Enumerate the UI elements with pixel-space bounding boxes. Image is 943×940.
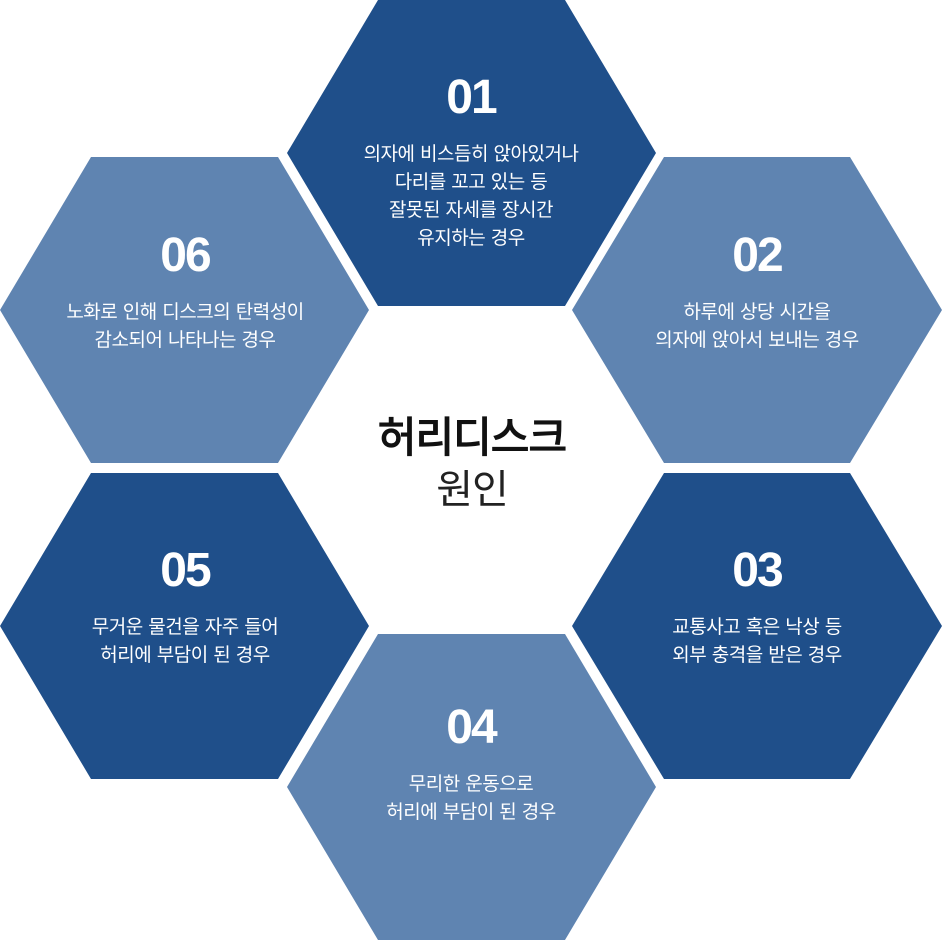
cause-description: 의자에 비스듬히 앉아있거나 다리를 꼬고 있는 등 잘못된 자세를 장시간 유… <box>301 140 641 252</box>
hex-cause-02 <box>572 157 942 463</box>
cause-number: 01 <box>446 71 497 124</box>
cause-03: 03 교통사고 혹은 낙상 등 외부 충격을 받은 경우 <box>587 543 927 669</box>
cause-line: 허리에 부담이 된 경우 <box>386 801 556 823</box>
hex-cause-06 <box>0 157 369 463</box>
cause-01: 01 의자에 비스듬히 앉아있거나 다리를 꼬고 있는 등 잘못된 자세를 장시… <box>301 70 641 252</box>
cause-05: 05 무거운 물건을 자주 들어 허리에 부담이 된 경우 <box>15 543 355 669</box>
cause-line: 의자에 비스듬히 앉아있거나 <box>363 143 579 165</box>
cause-description: 교통사고 혹은 낙상 등 외부 충격을 받은 경우 <box>587 613 927 669</box>
cause-line: 노화로 인해 디스크의 탄력성이 <box>66 301 304 323</box>
cause-number: 06 <box>160 229 211 282</box>
cause-line: 하루에 상당 시간을 <box>683 301 831 323</box>
cause-description: 무거운 물건을 자주 들어 허리에 부담이 된 경우 <box>15 613 355 669</box>
cause-line: 무리한 운동으로 <box>408 773 534 795</box>
center-title: 허리디스크 <box>377 413 567 462</box>
cause-line: 외부 충격을 받은 경우 <box>672 644 842 666</box>
cause-number: 04 <box>446 701 497 754</box>
cause-line: 감소되어 나타나는 경우 <box>94 329 276 351</box>
cause-number: 02 <box>732 229 783 282</box>
cause-number: 05 <box>160 544 211 597</box>
cause-description: 무리한 운동으로 허리에 부담이 된 경우 <box>301 770 641 826</box>
cause-line: 잘못된 자세를 장시간 <box>389 199 553 221</box>
cause-06: 06 노화로 인해 디스크의 탄력성이 감소되어 나타나는 경우 <box>15 228 355 354</box>
cause-line: 유지하는 경우 <box>417 227 525 249</box>
center-subtitle: 원인 <box>436 467 509 513</box>
cause-line: 허리에 부담이 된 경우 <box>100 644 270 666</box>
center-label: 허리디스크 원인 <box>322 412 622 516</box>
hex-cause-01 <box>287 0 656 306</box>
hex-cause-04 <box>287 634 656 940</box>
cause-line: 의자에 앉아서 보내는 경우 <box>655 329 859 351</box>
cause-04: 04 무리한 운동으로 허리에 부담이 된 경우 <box>301 700 641 826</box>
cause-line: 무거운 물건을 자주 들어 <box>91 616 279 638</box>
cause-line: 다리를 꼬고 있는 등 <box>394 171 548 193</box>
cause-number: 03 <box>732 544 783 597</box>
hex-cause-03 <box>572 473 942 779</box>
cause-description: 하루에 상당 시간을 의자에 앉아서 보내는 경우 <box>587 298 927 354</box>
hex-cause-05 <box>0 473 369 779</box>
cause-line: 교통사고 혹은 낙상 등 <box>672 616 842 638</box>
cause-02: 02 하루에 상당 시간을 의자에 앉아서 보내는 경우 <box>587 228 927 354</box>
cause-description: 노화로 인해 디스크의 탄력성이 감소되어 나타나는 경우 <box>15 298 355 354</box>
